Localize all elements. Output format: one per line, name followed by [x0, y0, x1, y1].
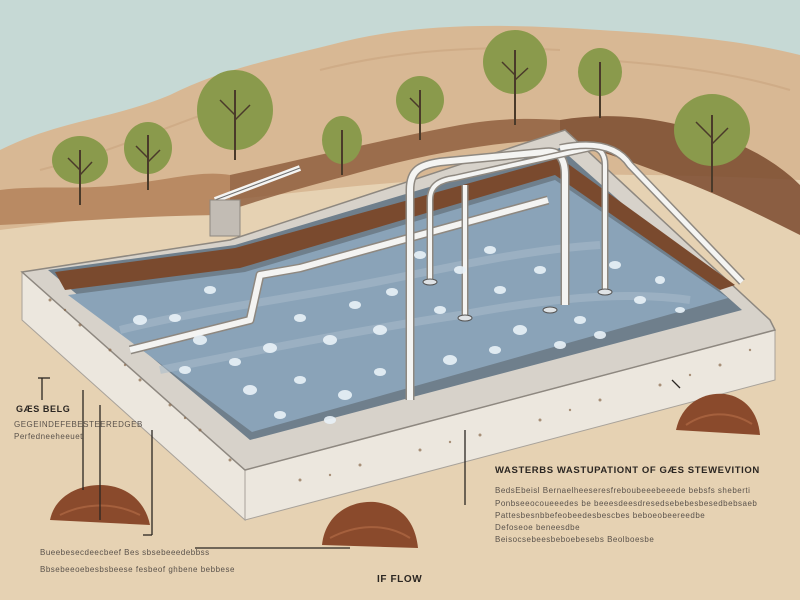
tree-icon [322, 116, 362, 175]
left-heading: GÆS BELG [16, 404, 71, 414]
basin-soil-layer [55, 158, 735, 290]
right-caption-line-4: Defoseoe beneesdbe [495, 523, 581, 532]
right-caption-line-2: Ponbseeocoueeedes be beeesdeesdresedsebe… [495, 499, 758, 508]
gravel-pile-icon [322, 501, 418, 548]
pipe-icon [209, 165, 302, 237]
soil-ridge-left [0, 173, 230, 225]
leader-lines [38, 377, 681, 549]
right-caption-line-5: Beisocsebeesbeboebesebs Beolboesbe [495, 535, 655, 544]
bottom-caption-line-2: Bbsebeeoebesbsbeese fesbeof ghbene bebbe… [40, 565, 235, 574]
pipe-icon [128, 195, 550, 355]
soil-ridge-back [230, 118, 560, 210]
tree-icon [578, 48, 622, 118]
gravel-pile-icon [676, 393, 760, 435]
water-shading [119, 241, 691, 374]
tree-icon [483, 30, 547, 125]
left-caption-line-2: Perfedneeheeuet [14, 432, 83, 441]
tree-icon [396, 76, 444, 140]
right-caption-line-3: Pattesbesnbbefeobeedesbescbes beboeobeer… [495, 511, 706, 520]
left-caption-line-1: GEGEINDEFEBESTEEREDGEB [14, 420, 143, 429]
wall-speckles [48, 298, 752, 482]
tree-icon [674, 94, 750, 192]
diagram-title: WASTERBS WASTUPATIONT OF GÆS STEWEVITION [495, 465, 760, 476]
diffuser-heads [422, 278, 613, 322]
bottom-caption-line-1: Bueebesecdeecbeef Bes sbsebeeedebbss [40, 548, 210, 557]
right-caption-line-1: BedsEbeisl Bernaelheeseresfreboubeeebeee… [495, 486, 751, 495]
tree-icon [52, 136, 108, 205]
tree-icon [124, 122, 172, 190]
tree-icon [197, 70, 273, 160]
flow-label: IF FLOW [377, 574, 423, 585]
pipe-icon [405, 141, 745, 400]
air-bubble-icon [133, 246, 685, 424]
